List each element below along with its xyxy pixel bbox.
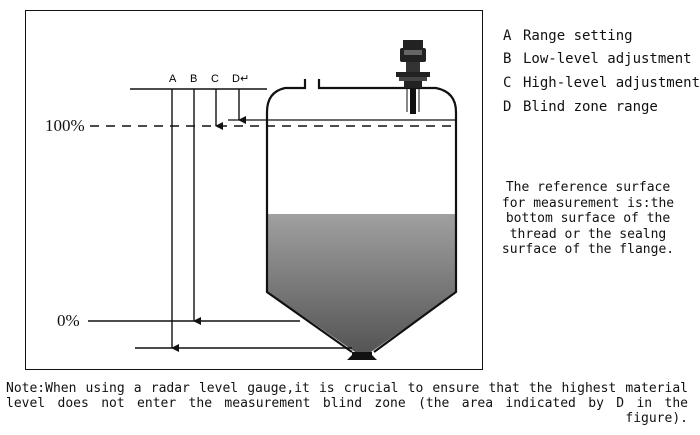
diagram-frame: [25, 10, 483, 370]
liquid-fill: [267, 214, 456, 352]
legend-text: High-level adjustment: [523, 75, 700, 91]
dimension-label-d: D↵: [232, 73, 249, 85]
legend-text: Range setting: [523, 28, 633, 44]
footer-note: Note:When using a radar level gauge,it i…: [6, 381, 688, 426]
bottom-outlet: [347, 352, 377, 360]
dimension-label-b: B: [190, 73, 197, 85]
legend-letter: D: [503, 99, 512, 115]
legend-item-d: D Blind zone range: [503, 99, 658, 115]
full-level-label: 100%: [45, 116, 85, 135]
legend-item-c: C High-level adjustment: [503, 75, 700, 91]
legend-text: Low-level adjustment: [523, 51, 692, 67]
legend-letter: C: [503, 75, 512, 91]
legend-letter: A: [503, 28, 512, 44]
empty-level-label: 0%: [57, 311, 80, 330]
radar-gauge-icon: [396, 40, 430, 114]
legend-item-a: A Range setting: [503, 28, 633, 44]
dimension-label-a: A: [169, 73, 177, 85]
legend-item-b: B Low-level adjustment: [503, 51, 692, 67]
tank-outline: [265, 79, 458, 353]
dimension-label-c: C: [211, 73, 219, 85]
legend-letter: B: [503, 51, 512, 67]
reference-surface-note: The reference surface for measurement is…: [501, 180, 675, 257]
legend-text: Blind zone range: [523, 99, 658, 115]
